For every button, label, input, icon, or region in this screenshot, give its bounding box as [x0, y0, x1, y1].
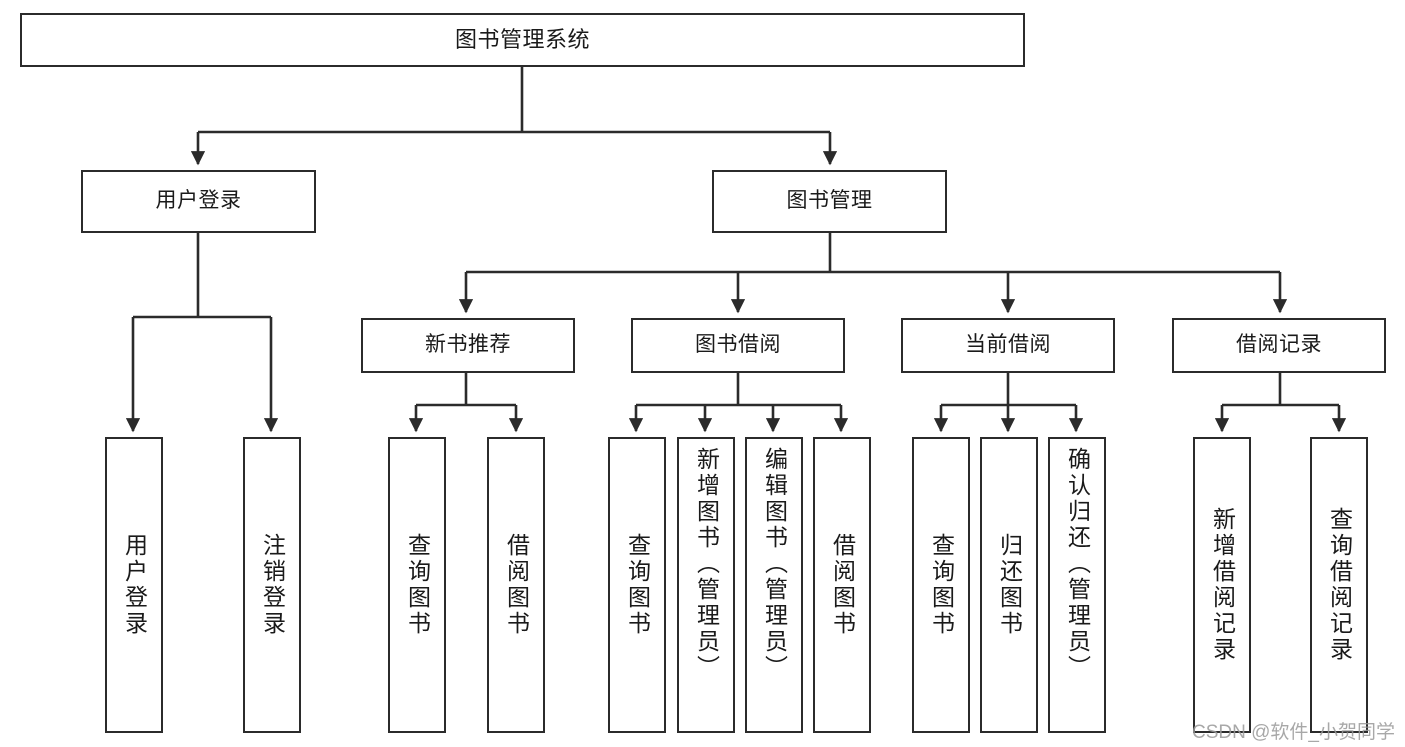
- node-leaf-user-logout[interactable]: 注销登录: [243, 437, 301, 733]
- node-leaf-return-book[interactable]: 归还图书: [980, 437, 1038, 733]
- node-book-borrow[interactable]: 图书借阅: [631, 318, 845, 373]
- node-leaf-edit-book-label: 编辑图书（管理员）: [761, 447, 788, 681]
- node-root-label: 图书管理系统: [454, 27, 590, 53]
- node-leaf-query-record-label: 查询借阅记录: [1326, 507, 1353, 663]
- node-leaf-borrow-book-1[interactable]: 借阅图书: [487, 437, 545, 733]
- node-leaf-user-login[interactable]: 用户登录: [105, 437, 163, 733]
- node-root[interactable]: 图书管理系统: [20, 13, 1025, 67]
- node-leaf-add-book-label: 新增图书（管理员）: [693, 447, 720, 681]
- node-leaf-return-book-label: 归还图书: [996, 533, 1023, 637]
- node-leaf-query-book-3[interactable]: 查询图书: [912, 437, 970, 733]
- node-book-manage-label: 图书管理: [786, 189, 873, 213]
- node-new-book-rec-label: 新书推荐: [425, 333, 511, 357]
- node-leaf-confirm-return-label: 确认归还（管理员）: [1064, 447, 1091, 681]
- node-leaf-query-book-2[interactable]: 查询图书: [608, 437, 666, 733]
- watermark-text: CSDN @软件_小贺同学: [1192, 722, 1395, 743]
- node-leaf-query-record[interactable]: 查询借阅记录: [1310, 437, 1368, 733]
- node-user-login[interactable]: 用户登录: [81, 170, 316, 233]
- node-leaf-borrow-book-1-label: 借阅图书: [503, 533, 530, 637]
- node-leaf-user-login-label: 用户登录: [121, 533, 148, 637]
- node-leaf-add-record[interactable]: 新增借阅记录: [1193, 437, 1251, 733]
- node-leaf-query-book-2-label: 查询图书: [624, 533, 651, 637]
- node-leaf-user-logout-label: 注销登录: [259, 533, 286, 637]
- node-leaf-query-book-1[interactable]: 查询图书: [388, 437, 446, 733]
- node-borrow-record-label: 借阅记录: [1236, 333, 1322, 357]
- node-leaf-query-book-1-label: 查询图书: [404, 533, 431, 637]
- node-leaf-add-book[interactable]: 新增图书（管理员）: [677, 437, 735, 733]
- node-leaf-query-book-3-label: 查询图书: [928, 533, 955, 637]
- node-leaf-borrow-book-2-label: 借阅图书: [829, 533, 856, 637]
- node-new-book-rec[interactable]: 新书推荐: [361, 318, 575, 373]
- node-current-borrow[interactable]: 当前借阅: [901, 318, 1115, 373]
- node-leaf-edit-book[interactable]: 编辑图书（管理员）: [745, 437, 803, 733]
- node-borrow-record[interactable]: 借阅记录: [1172, 318, 1386, 373]
- node-current-borrow-label: 当前借阅: [965, 333, 1051, 357]
- node-user-login-label: 用户登录: [155, 189, 242, 213]
- node-leaf-confirm-return[interactable]: 确认归还（管理员）: [1048, 437, 1106, 733]
- node-leaf-borrow-book-2[interactable]: 借阅图书: [813, 437, 871, 733]
- node-book-borrow-label: 图书借阅: [695, 333, 781, 357]
- node-leaf-add-record-label: 新增借阅记录: [1209, 507, 1236, 663]
- node-book-manage[interactable]: 图书管理: [712, 170, 947, 233]
